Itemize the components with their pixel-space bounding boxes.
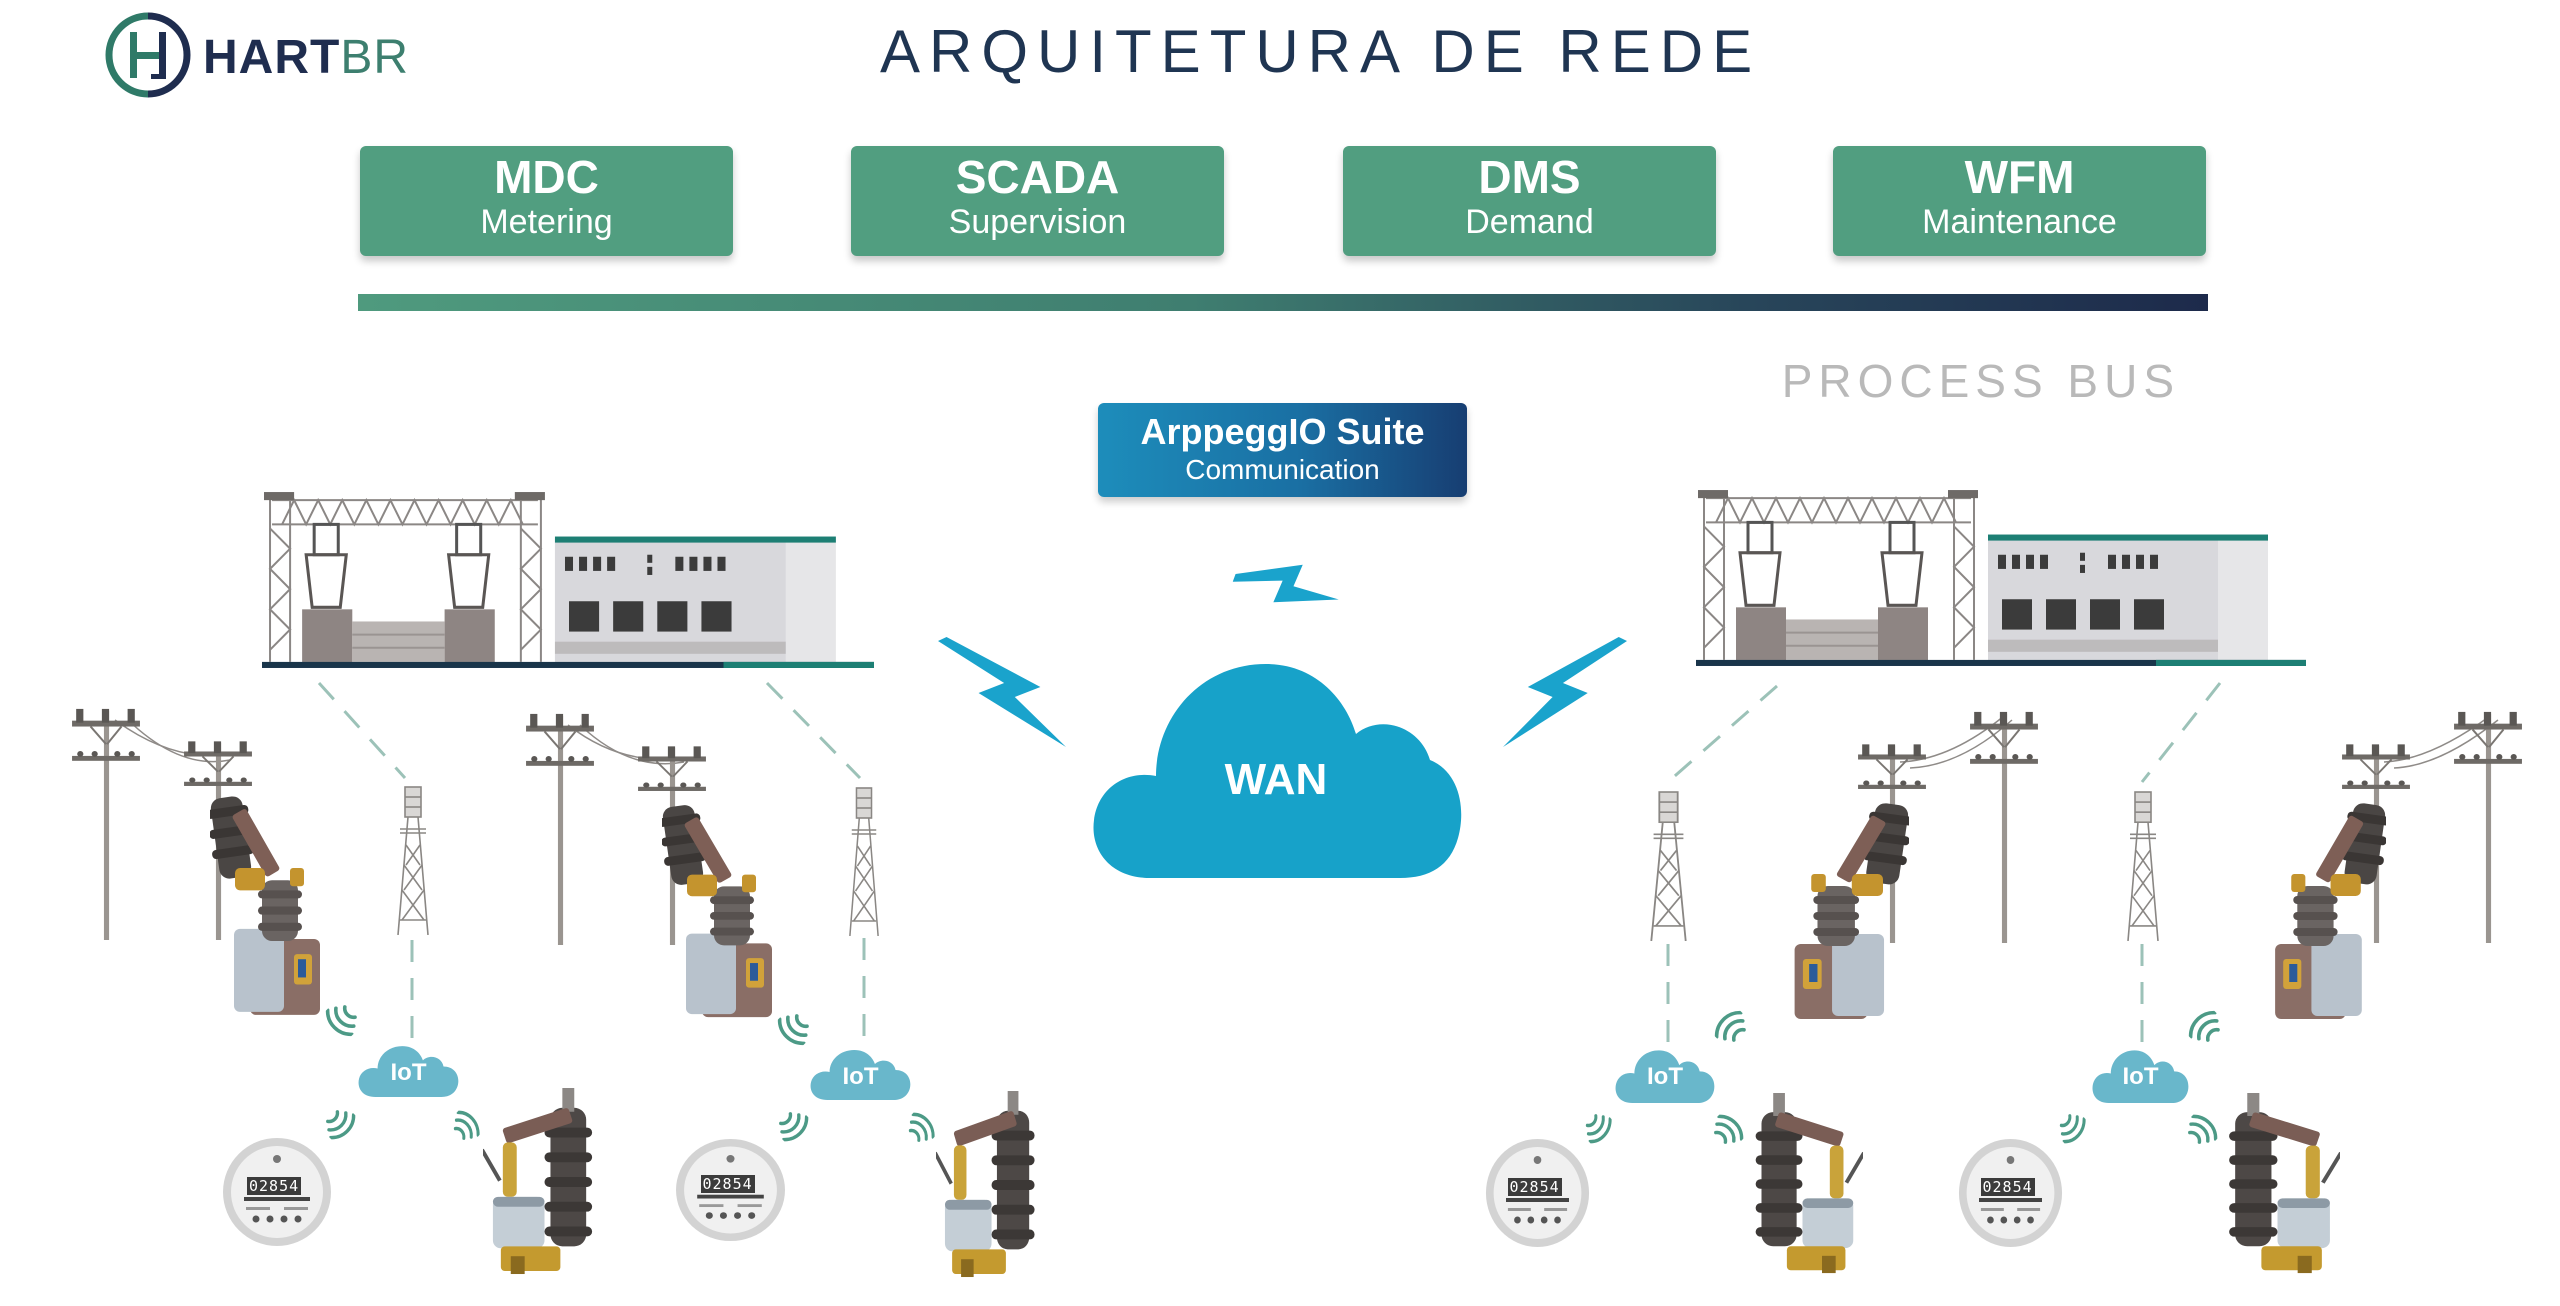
communication-suite-subtitle: Communication [1185, 454, 1380, 485]
logo-name-light: BR [340, 31, 409, 84]
lightning-icon [1245, 535, 1325, 643]
system-box-wfm[interactable]: WFM Maintenance [1833, 146, 2206, 256]
process-bus-bar [358, 294, 2208, 311]
wifi-signal-icon [324, 1108, 358, 1142]
recloser-icon [210, 787, 335, 1020]
wifi-signal-icon [1712, 1008, 1748, 1044]
dashed-link [317, 681, 407, 780]
wifi-signal-icon [775, 1012, 811, 1048]
utility-pole-icon [2452, 708, 2524, 943]
recloser-icon [2260, 794, 2386, 1024]
hartbr-logo: HARTBR [105, 12, 415, 98]
dashed-link [765, 681, 862, 780]
wifi-signal-icon [2186, 1112, 2220, 1146]
meter-reading: 02854 [1507, 1177, 1562, 1196]
dashed-link [2140, 682, 2222, 783]
fuse-cutout-icon [2214, 1093, 2340, 1275]
system-label: Maintenance [1922, 203, 2117, 241]
recloser-icon [662, 796, 787, 1022]
dashed-link [1667, 684, 1778, 784]
iot-label: IoT [390, 1059, 427, 1086]
system-code: DMS [1478, 151, 1581, 203]
utility-pole-icon [70, 705, 142, 940]
telecom-tower-icon [396, 785, 430, 935]
system-box-mdc[interactable]: MDC Metering [360, 146, 733, 256]
system-code: MDC [494, 151, 599, 203]
system-label: Metering [480, 203, 613, 241]
iot-label: IoT [2122, 1063, 2159, 1090]
wifi-signal-icon [907, 1110, 937, 1144]
wifi-signal-icon [1584, 1112, 1614, 1146]
meter-reading: 02854 [247, 1176, 302, 1195]
system-label: Supervision [948, 203, 1127, 241]
telecom-tower-icon [1649, 790, 1688, 941]
wifi-signal-icon [1712, 1112, 1746, 1146]
lightning-icon [1503, 637, 1627, 747]
iot-label: IoT [1647, 1063, 1683, 1090]
wifi-signal-icon [2186, 1008, 2222, 1044]
telecom-tower-icon [848, 786, 880, 936]
system-code: SCADA [955, 151, 1120, 203]
lightning-icon [938, 637, 1066, 747]
meter-reading: 02854 [1980, 1177, 2035, 1196]
fuse-cutout-icon [483, 1088, 607, 1276]
page-title: ARQUITETURA DE REDE [880, 18, 1762, 85]
fuse-cutout-icon [936, 1091, 1048, 1279]
iot-label: IoT [842, 1063, 879, 1090]
utility-pole-icon [524, 710, 596, 945]
utility-pole-icon [1968, 708, 2040, 943]
recloser-icon [1779, 794, 1909, 1024]
communication-suite-box[interactable]: ArppeggIO Suite Communication [1098, 403, 1467, 497]
wifi-signal-icon [323, 1003, 359, 1039]
telecom-tower-icon [2126, 790, 2160, 941]
wifi-signal-icon [777, 1110, 811, 1144]
meter-reading: 02854 [700, 1175, 755, 1194]
hartbr-logo-icon [105, 12, 191, 98]
system-box-dms[interactable]: DMS Demand [1343, 146, 1716, 256]
substation-left [262, 488, 874, 670]
system-code: WFM [1964, 151, 2075, 203]
logo-name-bold: HART [203, 31, 341, 84]
wan-cloud-icon [1093, 664, 1462, 878]
wifi-signal-icon [452, 1108, 482, 1142]
system-label: Demand [1465, 203, 1594, 241]
fuse-cutout-icon [1741, 1093, 1863, 1275]
wifi-signal-icon [2058, 1112, 2088, 1146]
communication-suite-title: ArppeggIO Suite [1140, 411, 1425, 452]
system-box-scada[interactable]: SCADA Supervision [851, 146, 1224, 256]
wan-label: WAN [1224, 755, 1328, 804]
process-bus-label: PROCESS BUS [1781, 355, 2180, 407]
logo-wordmark: HARTBR [203, 34, 409, 82]
substation-right [1696, 486, 2306, 668]
